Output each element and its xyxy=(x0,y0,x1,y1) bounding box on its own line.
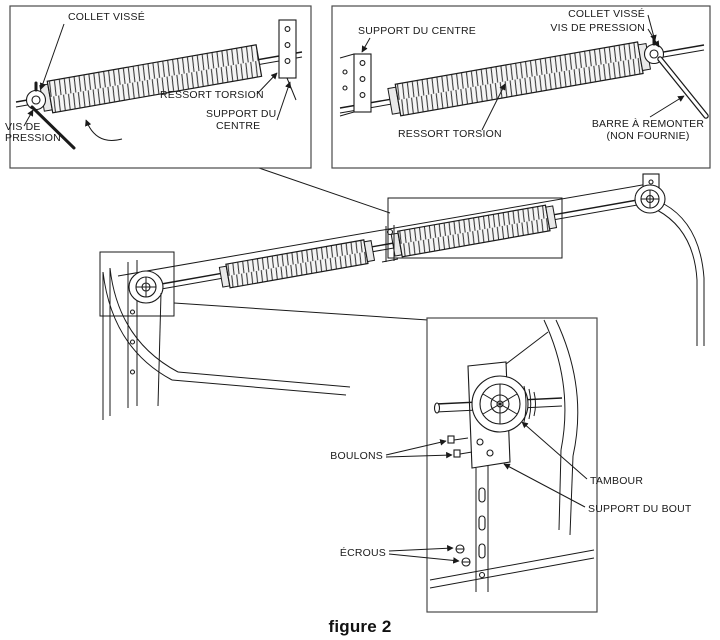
main-assembly-drawing xyxy=(99,173,705,420)
right-spring-highlight xyxy=(387,197,563,259)
label-support-du-centre: SUPPORT DU CENTRE xyxy=(358,25,476,37)
label-barre-a-remonter-2: (NON FOURNIE) xyxy=(606,130,689,142)
tambour-part xyxy=(471,375,536,433)
boulons-part xyxy=(447,435,473,458)
right-spring xyxy=(390,204,558,258)
right-door-track xyxy=(656,203,705,346)
label-support-du-centre-2: CENTRE xyxy=(216,120,260,132)
winding-bar-part xyxy=(657,56,709,119)
label-ecrous: ÉCROUS xyxy=(340,546,386,559)
label-boulons: BOULONS xyxy=(330,450,383,462)
center-support-part xyxy=(339,53,372,117)
label-tambour: TAMBOUR xyxy=(590,475,643,487)
label-collet-visse: COLLET VISSÉ xyxy=(568,7,645,20)
inset-top-right: SUPPORT DU CENTRE COLLET VISSÉ VIS DE PR… xyxy=(331,5,711,169)
label-collet-visse: COLLET VISSÉ xyxy=(68,10,145,23)
connector-left-inset xyxy=(258,167,391,214)
right-drum xyxy=(634,184,666,214)
label-barre-a-remonter-1: BARRE À REMONTER xyxy=(592,117,705,130)
label-vis-de-pression: VIS DE PRESSION xyxy=(550,22,645,34)
left-spring xyxy=(218,239,376,289)
collet-visse-part xyxy=(25,81,76,150)
label-vis-de-pression-1: VIS DE xyxy=(5,121,41,133)
inset-top-left: COLLET VISSÉ RESSORT TORSION SUPPORT DU … xyxy=(5,5,312,169)
left-drum xyxy=(128,270,164,407)
track-closeup xyxy=(505,319,579,536)
bottom-angle-part xyxy=(429,549,595,589)
inset-bottom: BOULONS TAMBOUR SUPPORT DU BOUT ÉCROUS xyxy=(330,317,692,613)
label-ressort-torsion: RESSORT TORSION xyxy=(398,128,502,140)
label-support-du-centre-1: SUPPORT DU xyxy=(206,108,276,120)
spring-closeup xyxy=(387,41,652,117)
ecrous-part xyxy=(455,544,471,567)
label-vis-de-pression-2: PRESSION xyxy=(5,132,61,144)
figure-caption: figure 2 xyxy=(328,617,391,636)
label-support-du-bout: SUPPORT DU BOUT xyxy=(588,503,692,515)
rotation-arrow xyxy=(85,119,123,141)
label-ressort-torsion: RESSORT TORSION xyxy=(160,89,264,101)
connector-bottom-inset xyxy=(173,302,429,321)
left-drum-highlight xyxy=(99,251,175,317)
left-door-track xyxy=(102,267,351,420)
center-support-bracket xyxy=(381,225,399,263)
